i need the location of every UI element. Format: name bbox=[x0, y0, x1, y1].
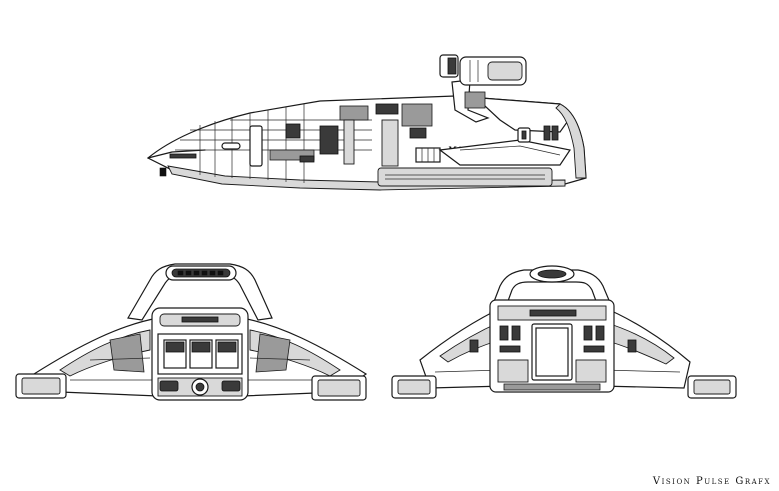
rear-view bbox=[391, 265, 737, 399]
side-view: MARINES bbox=[146, 54, 587, 191]
front-view bbox=[15, 263, 368, 401]
artist-credit: Vision Pulse Grafx bbox=[652, 476, 771, 487]
